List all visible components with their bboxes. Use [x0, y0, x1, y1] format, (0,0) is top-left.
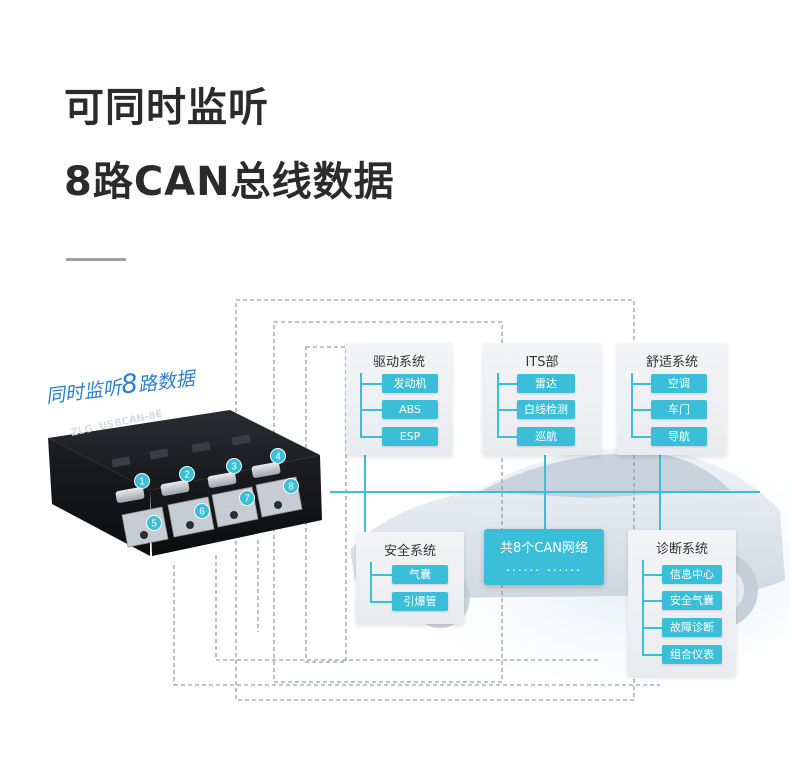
system-title-drive: 驱动系统	[372, 355, 425, 370]
db9-connector-icon	[115, 487, 145, 503]
device-top-face	[48, 410, 320, 490]
can-bus-lines	[330, 455, 760, 532]
db9-connector-icon	[251, 462, 281, 478]
usb-ports	[111, 434, 251, 468]
system-title-safety: 安全系统	[383, 544, 436, 559]
port-badge-5	[146, 515, 162, 531]
chip-comfort-1: 空调	[651, 374, 707, 393]
can-channel-loop-3	[305, 346, 347, 663]
chip-safety-1: 气囊	[392, 565, 448, 584]
db9-plug-screw	[140, 531, 148, 539]
system-tree-line	[360, 373, 362, 438]
system-tree-line	[642, 560, 644, 655]
chip-connector	[360, 409, 382, 411]
chip-connector	[497, 409, 517, 411]
system-title-comfort: 舒适系统	[645, 355, 698, 370]
chip-its-1: 雷达	[517, 374, 575, 393]
port-badge-6	[194, 503, 210, 519]
port-number-1: 1	[139, 477, 145, 488]
db9-plug-screw	[274, 501, 282, 509]
can-network-dots: ...... ......	[506, 560, 582, 574]
chip-connector	[642, 654, 662, 656]
port-badge-7	[239, 490, 255, 506]
chip-comfort-3: 导航	[651, 427, 707, 446]
chip-connector	[360, 383, 382, 385]
can-network-label: 共8个CAN网络	[500, 541, 588, 556]
chip-diag-4: 组合仪表	[662, 645, 722, 664]
headline-divider	[66, 258, 126, 261]
port-number-6: 6	[199, 507, 205, 518]
chip-drive-3: ESP	[382, 427, 438, 446]
db9-plug-screw	[230, 511, 238, 519]
port-number-2: 2	[184, 470, 190, 481]
chip-comfort-2: 车门	[651, 400, 707, 419]
chip-connector	[642, 600, 662, 602]
system-box-its: ITS部 雷达 白线检测 巡航	[483, 343, 601, 455]
chip-connector	[370, 574, 392, 576]
port-badge-2	[179, 466, 195, 482]
db9-connector-icon	[160, 480, 190, 496]
dashed-can-channels	[173, 299, 660, 701]
headline-line-2: 8路CAN总线数据	[64, 159, 395, 205]
system-tree-line	[497, 373, 499, 438]
usb-port-2	[149, 448, 169, 460]
headline-line-1: 可同时监听	[64, 85, 269, 131]
port-number-8: 8	[288, 482, 294, 493]
chip-its-3: 巡航	[517, 427, 575, 446]
chip-its-2: 白线检测	[517, 400, 575, 419]
port-number-3: 3	[231, 462, 237, 473]
chip-connector	[360, 436, 382, 438]
system-tree-line	[631, 373, 633, 438]
system-title-diagnostics: 诊断系统	[655, 542, 708, 557]
usb-port-3	[191, 441, 211, 453]
chip-connector	[497, 436, 517, 438]
chip-connector	[631, 383, 651, 385]
chip-connector	[631, 409, 651, 411]
chip-diag-2: 安全气囊	[662, 591, 722, 610]
chip-diag-1: 信息中心	[662, 565, 722, 584]
system-box-safety: 安全系统 气囊 引爆管	[356, 532, 464, 624]
db9-plug-screw	[186, 521, 194, 529]
port-badge-4	[270, 448, 286, 464]
system-title-its: ITS部	[525, 355, 559, 370]
system-box-diagnostics: 诊断系统 信息中心 安全气囊 故障诊断 组合仪表	[628, 530, 736, 676]
system-box-drive: 驱动系统 发动机 ABS ESP	[346, 343, 452, 455]
chip-diag-3: 故障诊断	[662, 618, 722, 637]
port-number-4: 4	[275, 452, 281, 463]
system-tree-line	[370, 562, 372, 602]
chip-safety-2: 引爆管	[392, 592, 448, 611]
chip-connector	[642, 574, 662, 576]
port-number-7: 7	[244, 494, 250, 505]
usb-port-1	[111, 456, 131, 468]
usb-port-4	[231, 434, 251, 446]
port-badge-8	[283, 478, 299, 494]
port-badge-1	[134, 473, 150, 489]
port-number-badges: 1 2 3 4 5 6 7 8	[134, 448, 299, 531]
db9-connector-icon	[207, 472, 237, 488]
chip-connector	[370, 601, 392, 603]
chip-drive-2: ABS	[382, 400, 438, 419]
chip-connector	[642, 627, 662, 629]
port-number-5: 5	[151, 519, 157, 530]
chip-connector	[631, 436, 651, 438]
system-box-comfort: 舒适系统 空调 车门 导航	[617, 343, 727, 455]
chip-connector	[497, 383, 517, 385]
can-network-box: 共8个CAN网络 ...... ......	[484, 529, 604, 585]
port-badge-3	[226, 458, 242, 474]
chip-drive-1: 发动机	[382, 374, 438, 393]
